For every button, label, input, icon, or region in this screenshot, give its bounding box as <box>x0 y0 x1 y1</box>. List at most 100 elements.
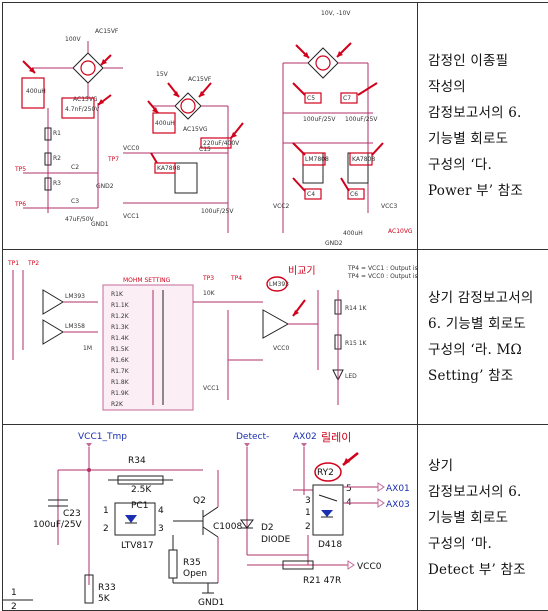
bridge-rectifier-2: AC15VF AC15VG 15V <box>153 71 229 233</box>
svg-text:1M: 1M <box>83 345 92 352</box>
svg-text:LM7808: LM7808 <box>305 156 329 163</box>
svg-text:R1.1K: R1.1K <box>111 302 130 309</box>
svg-text:R15 1K: R15 1K <box>345 340 368 347</box>
svg-text:TP6: TP6 <box>14 201 26 208</box>
svg-text:100V: 100V <box>65 36 81 43</box>
svg-text:VCC3: VCC3 <box>381 203 397 210</box>
svg-text:TP5: TP5 <box>14 166 26 173</box>
svg-text:C15: C15 <box>199 146 211 153</box>
svg-text:R1.8K: R1.8K <box>111 379 130 386</box>
diode-label: DIODE <box>261 535 291 545</box>
svg-text:LM358: LM358 <box>65 323 85 330</box>
svg-text:TP2: TP2 <box>27 260 39 267</box>
table-row-detect: VCC1_Tmp R34 2.5K C23 100uF/25V <box>2 424 548 611</box>
table-row-power: 100V AC15VF AC15VG 400uH 4.7nF/250V R1 R… <box>2 2 548 250</box>
svg-text:AC15VG: AC15VG <box>183 126 208 133</box>
svg-text:R1K: R1K <box>111 291 124 298</box>
svg-text:R1.6K: R1.6K <box>111 357 130 364</box>
svg-text:LM393: LM393 <box>269 281 289 288</box>
left-pin2: 2 <box>11 602 17 610</box>
d418-label: D418 <box>318 540 342 550</box>
power-description: 감정인 이종필 작성의 감정보고서의 6. 기능별 회로도 구성의 ‘다. Po… <box>428 48 542 204</box>
svg-text:TP4 = VCC0 : Output is 0V: TP4 = VCC0 : Output is 0V <box>347 273 417 280</box>
desc-line: 6. 기능별 회로도 <box>428 316 526 332</box>
svg-text:R1.3K: R1.3K <box>111 324 130 331</box>
detect-description-cell: 상기 감정보고서의 6. 기능별 회로도 구성의 ‘마. Detect 부’ 참… <box>417 424 548 611</box>
pc1-label: PC1 <box>131 501 148 511</box>
power-schematic: 100V AC15VF AC15VG 400uH 4.7nF/250V R1 R… <box>14 10 413 247</box>
svg-text:C6: C6 <box>350 191 358 198</box>
c23-value: 100uF/25V <box>33 520 83 530</box>
svg-text:VCC0: VCC0 <box>273 345 289 352</box>
svg-text:C7: C7 <box>343 95 351 102</box>
mohm-description-cell: 상기 감정보고서의 6. 기능별 회로도 구성의 ‘라. MΩ Setting’… <box>417 249 548 425</box>
vcc0-label: VCC0 <box>357 562 382 572</box>
desc-line: Power 부’ 참조 <box>428 183 523 199</box>
c23-label: C23 <box>63 509 81 519</box>
svg-text:TP3: TP3 <box>202 275 214 282</box>
relay-pin1: 1 <box>305 508 311 518</box>
svg-text:LM393: LM393 <box>65 293 85 300</box>
desc-line: 기능별 회로도 <box>428 509 509 526</box>
svg-text:GND2: GND2 <box>96 183 114 190</box>
pc-pin2: 2 <box>103 524 109 534</box>
vcc1-tmp-label: VCC1_Tmp <box>78 432 127 442</box>
power-description-cell: 감정인 이종필 작성의 감정보고서의 6. 기능별 회로도 구성의 ‘다. Po… <box>417 2 548 250</box>
red-arrows-mid <box>147 82 244 164</box>
bridge-rectifier-1: 100V AC15VF AC15VG <box>33 28 123 103</box>
svg-text:220uF/400V: 220uF/400V <box>203 140 240 147</box>
svg-text:R1.5K: R1.5K <box>111 346 130 353</box>
svg-text:15V: 15V <box>156 71 169 78</box>
svg-text:100uF/25V: 100uF/25V <box>201 208 234 215</box>
detect-schematic: VCC1_Tmp R34 2.5K C23 100uF/25V <box>3 431 410 610</box>
left-opamps: LM393 LM358 TP1 TP2 1M <box>7 260 98 360</box>
d2-label: D2 <box>261 523 274 533</box>
gnd1-label: GND1 <box>198 598 224 608</box>
svg-text:C5: C5 <box>307 95 315 102</box>
svg-text:AC10VG: AC10VG <box>388 228 413 235</box>
ry2-label: RY2 <box>317 468 334 478</box>
desc-line: 구성의 ‘마. <box>428 535 492 552</box>
c1008-label: C1008 <box>213 522 242 532</box>
svg-text:TP1: TP1 <box>7 260 19 267</box>
ax01-label: AX01 <box>386 484 410 494</box>
mohm-description: 상기 감정보고서의 6. 기능별 회로도 구성의 ‘라. MΩ Setting’… <box>428 285 542 389</box>
detect-label: Detect- <box>236 432 269 442</box>
pc-pin1: 1 <box>103 506 109 516</box>
comparator-annotation: 비교기 <box>288 265 316 277</box>
pc-pin4: 4 <box>158 506 164 516</box>
mohm-schematic: LM393 LM358 TP1 TP2 1M MOHM SETTING R1K … <box>7 260 417 411</box>
svg-text:R2K: R2K <box>111 401 124 408</box>
svg-text:10V, -10V: 10V, -10V <box>321 10 351 17</box>
svg-text:400uH: 400uH <box>26 88 46 95</box>
ax03-label: AX03 <box>386 500 410 510</box>
r21-label: R21 47R <box>303 576 341 586</box>
svg-text:R2: R2 <box>53 155 61 162</box>
svg-text:4.7nF/250V: 4.7nF/250V <box>65 106 100 113</box>
left-passives: R1 R2 R3 C2 C3 47uF/50V GND2 GND1 TP5 TP… <box>14 103 119 228</box>
led-branch: R14 1K R15 1K LED TP4 = VCC1 : Output is… <box>317 265 417 405</box>
red-arrows-right <box>292 42 384 192</box>
desc-line: 작성의 <box>428 79 466 95</box>
detect-schematic-cell: VCC1_Tmp R34 2.5K C23 100uF/25V <box>2 424 418 611</box>
red-arrows-left <box>22 54 112 106</box>
svg-text:47uF/50V: 47uF/50V <box>65 216 95 223</box>
desc-line: 감정보고서의 6. <box>428 105 522 121</box>
svg-text:400uH: 400uH <box>155 120 175 127</box>
svg-text:MOHM SETTING: MOHM SETTING <box>123 277 171 284</box>
svg-text:TP4 = VCC1 : Output is VCC1: TP4 = VCC1 : Output is VCC1 <box>347 265 417 272</box>
svg-text:GND1: GND1 <box>91 221 109 228</box>
svg-text:KA7808: KA7808 <box>157 165 180 172</box>
svg-text:C3: C3 <box>71 198 79 205</box>
svg-text:AC15VG: AC15VG <box>73 96 98 103</box>
r34-value: 2.5K <box>131 485 152 495</box>
svg-text:AC15VF: AC15VF <box>188 76 212 83</box>
resistor-ladder: MOHM SETTING R1K R1.1K R1.2K R1.3K R1.4K… <box>102 277 263 411</box>
relay-pin5: 5 <box>346 484 352 494</box>
q2-label: Q2 <box>193 496 206 506</box>
svg-text:R1: R1 <box>53 130 61 137</box>
r35-value: Open <box>183 569 207 579</box>
svg-text:LED: LED <box>345 373 357 380</box>
svg-text:GND2: GND2 <box>325 240 343 247</box>
